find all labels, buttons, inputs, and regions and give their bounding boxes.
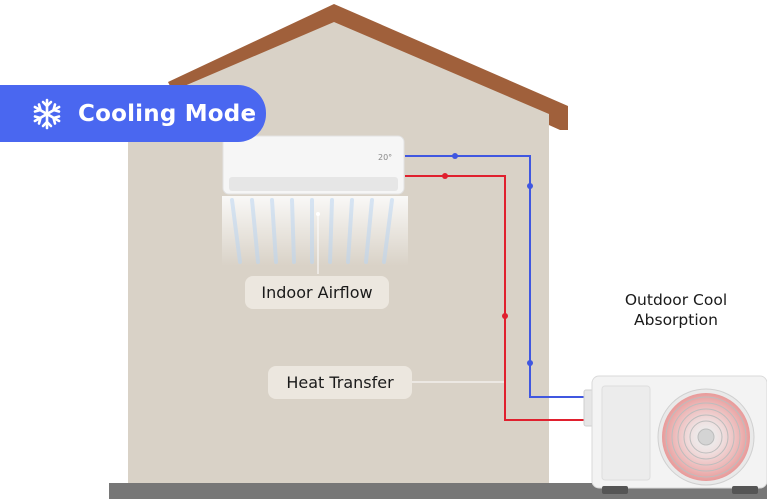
heat-transfer-label: Heat Transfer (268, 366, 412, 399)
outdoor-ac-unit (583, 375, 767, 494)
hot-line-node (442, 173, 448, 179)
airflow-pointer-dot (316, 212, 320, 216)
indoor-airflow-mist (222, 196, 408, 266)
cooling-mode-label: Cooling Mode (78, 100, 257, 127)
outdoor-label-line1: Outdoor Cool (624, 291, 728, 309)
cold-line-node (452, 153, 458, 159)
cold-line-node (527, 183, 533, 189)
snowflake-icon (33, 98, 61, 129)
outdoor-cool-absorption-label: Outdoor Cool Absorption (596, 290, 756, 330)
cold-refrigerant-line (405, 155, 592, 398)
outdoor-label-line2: Absorption (634, 311, 718, 329)
indoor-ac-unit: 20° (222, 135, 405, 195)
cold-line-node (527, 360, 533, 366)
cooling-mode-badge: Cooling Mode (0, 85, 266, 142)
hot-refrigerant-line (405, 175, 592, 421)
indoor-airflow-label: Indoor Airflow (245, 276, 389, 309)
hot-line-node (502, 313, 508, 319)
house-roof (168, 4, 568, 130)
indoor-unit-display: 20° (378, 153, 392, 162)
